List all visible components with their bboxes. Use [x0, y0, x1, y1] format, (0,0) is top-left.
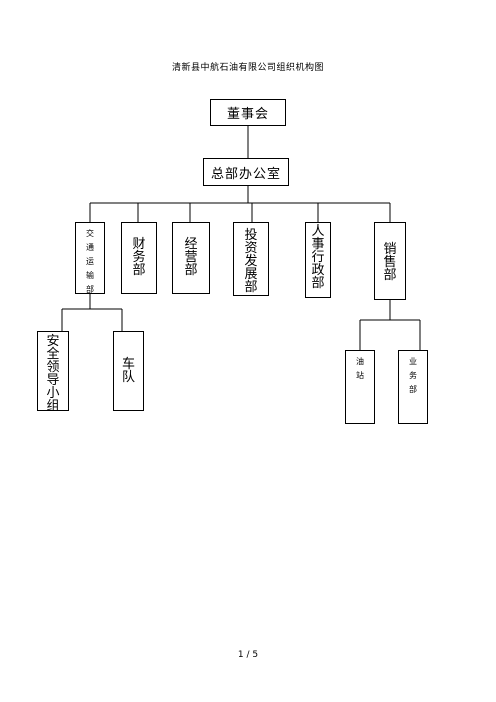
- node-hr-admin-label: 人 事 行 政 部: [311, 224, 325, 291]
- node-fleet-label: 车 队: [121, 357, 135, 385]
- page-indicator: 1 / 5: [237, 650, 259, 660]
- node-operations: 经 营 部: [172, 222, 210, 294]
- chart-title: 清新县中航石油有限公司组织机构图: [171, 63, 324, 73]
- node-investment-label: 投 资 发 展 部: [244, 228, 258, 295]
- node-station: 油 站: [345, 350, 375, 424]
- node-safety: 安 全 领 导 小 组: [37, 331, 69, 414]
- node-office-label: 总部办公室: [210, 166, 281, 182]
- node-hr-admin: 人 事 行 政 部: [305, 222, 331, 298]
- node-board: 董事会: [210, 99, 286, 126]
- node-finance: 财 务 部: [121, 222, 157, 294]
- node-station-label: 油 站: [356, 357, 364, 380]
- node-office: 总部办公室: [203, 158, 289, 186]
- node-business-label: 业 务 部: [409, 357, 417, 394]
- node-finance-label: 财 务 部: [132, 237, 146, 278]
- node-business: 业 务 部: [398, 350, 428, 424]
- node-transport-label: 交 通 运 输 部: [86, 229, 94, 294]
- node-board-label: 董事会: [226, 107, 269, 122]
- node-sales: 销 售 部: [374, 222, 406, 300]
- node-operations-label: 经 营 部: [184, 237, 198, 278]
- node-sales-label: 销 售 部: [383, 242, 397, 283]
- node-investment: 投 资 发 展 部: [233, 222, 269, 296]
- node-safety-label: 安 全 领 导 小 组: [46, 334, 60, 414]
- node-fleet: 车 队: [113, 331, 144, 411]
- node-transport: 交 通 运 输 部: [75, 222, 105, 294]
